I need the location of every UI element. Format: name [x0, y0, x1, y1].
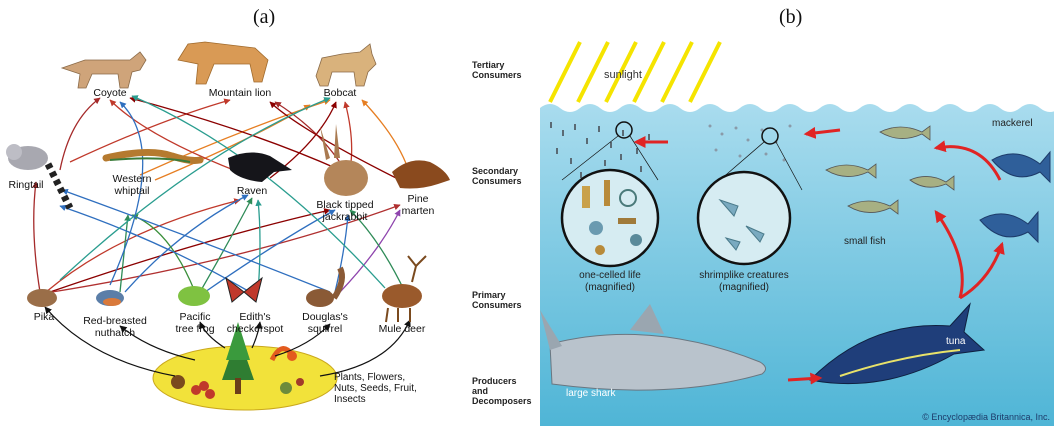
squirrel-label-1: Douglas's [302, 311, 348, 323]
tertiary-level-label-1: Tertiary [472, 60, 504, 70]
checkerspot-label-2: checkerspot [227, 323, 284, 335]
nuthatch-illustration [96, 290, 124, 306]
squirrel-illustration [306, 268, 342, 307]
producers-level-label-3: Decomposers [472, 396, 532, 406]
nuthatch-label-1: Red-breasted [83, 315, 147, 327]
britannica-credit: © Encyclopædia Britannica, Inc. [922, 412, 1050, 422]
tree-frog-illustration [178, 286, 210, 306]
primary-level-label-2: Consumers [472, 300, 522, 310]
producers-text-1: Plants, Flowers, [334, 372, 405, 383]
tuna-label: tuna [946, 336, 966, 347]
large-shark-label: large shark [566, 388, 616, 399]
shrimplike-label-2: (magnified) [719, 282, 769, 293]
whiptail-illustration [106, 152, 200, 162]
shrimplike-label-1: shrimplike creatures [699, 270, 788, 281]
bobcat-label: Bobcat [324, 87, 357, 99]
tertiary-level-label-2: Consumers [472, 70, 522, 80]
mackerel-label: mackerel [992, 118, 1033, 129]
raven-illustration [228, 152, 292, 182]
ringtail-illustration [6, 144, 70, 208]
small-fish-label: small fish [844, 236, 886, 247]
pine-marten-label-1: Pine [407, 193, 428, 205]
secondary-level-label-2: Consumers [472, 176, 522, 186]
pika-illustration [27, 289, 57, 307]
checkerspot-illustration [226, 278, 262, 302]
coyote-illustration [62, 52, 146, 88]
tree-frog-label-2: tree frog [175, 323, 214, 335]
pine-marten-illustration [392, 160, 450, 188]
checkerspot-label-1: Edith's [239, 311, 270, 323]
producers-level-label-1: Producers [472, 376, 517, 386]
producers-text-2: Nuts, Seeds, Fruit, [334, 383, 417, 394]
tree-frog-label-1: Pacific [180, 311, 211, 323]
coyote-label: Coyote [93, 87, 126, 99]
ocean-food-chain-diagram: sunlight one-celled life (magnified) shr… [540, 30, 1054, 426]
whiptail-label-1: Western [113, 173, 152, 185]
one-celled-label-2: (magnified) [585, 282, 635, 293]
panel-b-label: (b) [779, 6, 802, 29]
jackrabbit-label-1: Black tipped [316, 199, 373, 211]
secondary-level-label-1: Secondary [472, 166, 518, 176]
food-web-diagram: Coyote Mountain lion Bobcat Ringtail Wes… [0, 30, 540, 426]
producers-illustration [153, 322, 337, 410]
squirrel-label-2: squirrel [308, 323, 342, 335]
panel-a-label: (a) [253, 6, 275, 29]
whiptail-label-2: whiptail [113, 185, 149, 197]
sunlight-label: sunlight [604, 69, 642, 81]
ringtail-label: Ringtail [8, 179, 43, 191]
bobcat-illustration [316, 44, 376, 86]
mule-deer-label: Mule deer [379, 323, 426, 335]
mountain-lion-label: Mountain lion [209, 87, 272, 99]
mountain-lion-illustration [178, 42, 268, 84]
producers-level-label-2: and [472, 386, 488, 396]
one-celled-label-1: one-celled life [579, 270, 641, 281]
jackrabbit-label-2: jackrabbit [322, 211, 368, 223]
primary-level-label-1: Primary [472, 290, 506, 300]
mule-deer-illustration [382, 256, 426, 322]
nuthatch-label-2: nuthatch [95, 327, 135, 339]
raven-label: Raven [237, 185, 268, 197]
pika-label: Pika [34, 311, 55, 323]
pine-marten-label-2: marten [402, 205, 435, 217]
producers-text-3: Insects [334, 394, 366, 405]
